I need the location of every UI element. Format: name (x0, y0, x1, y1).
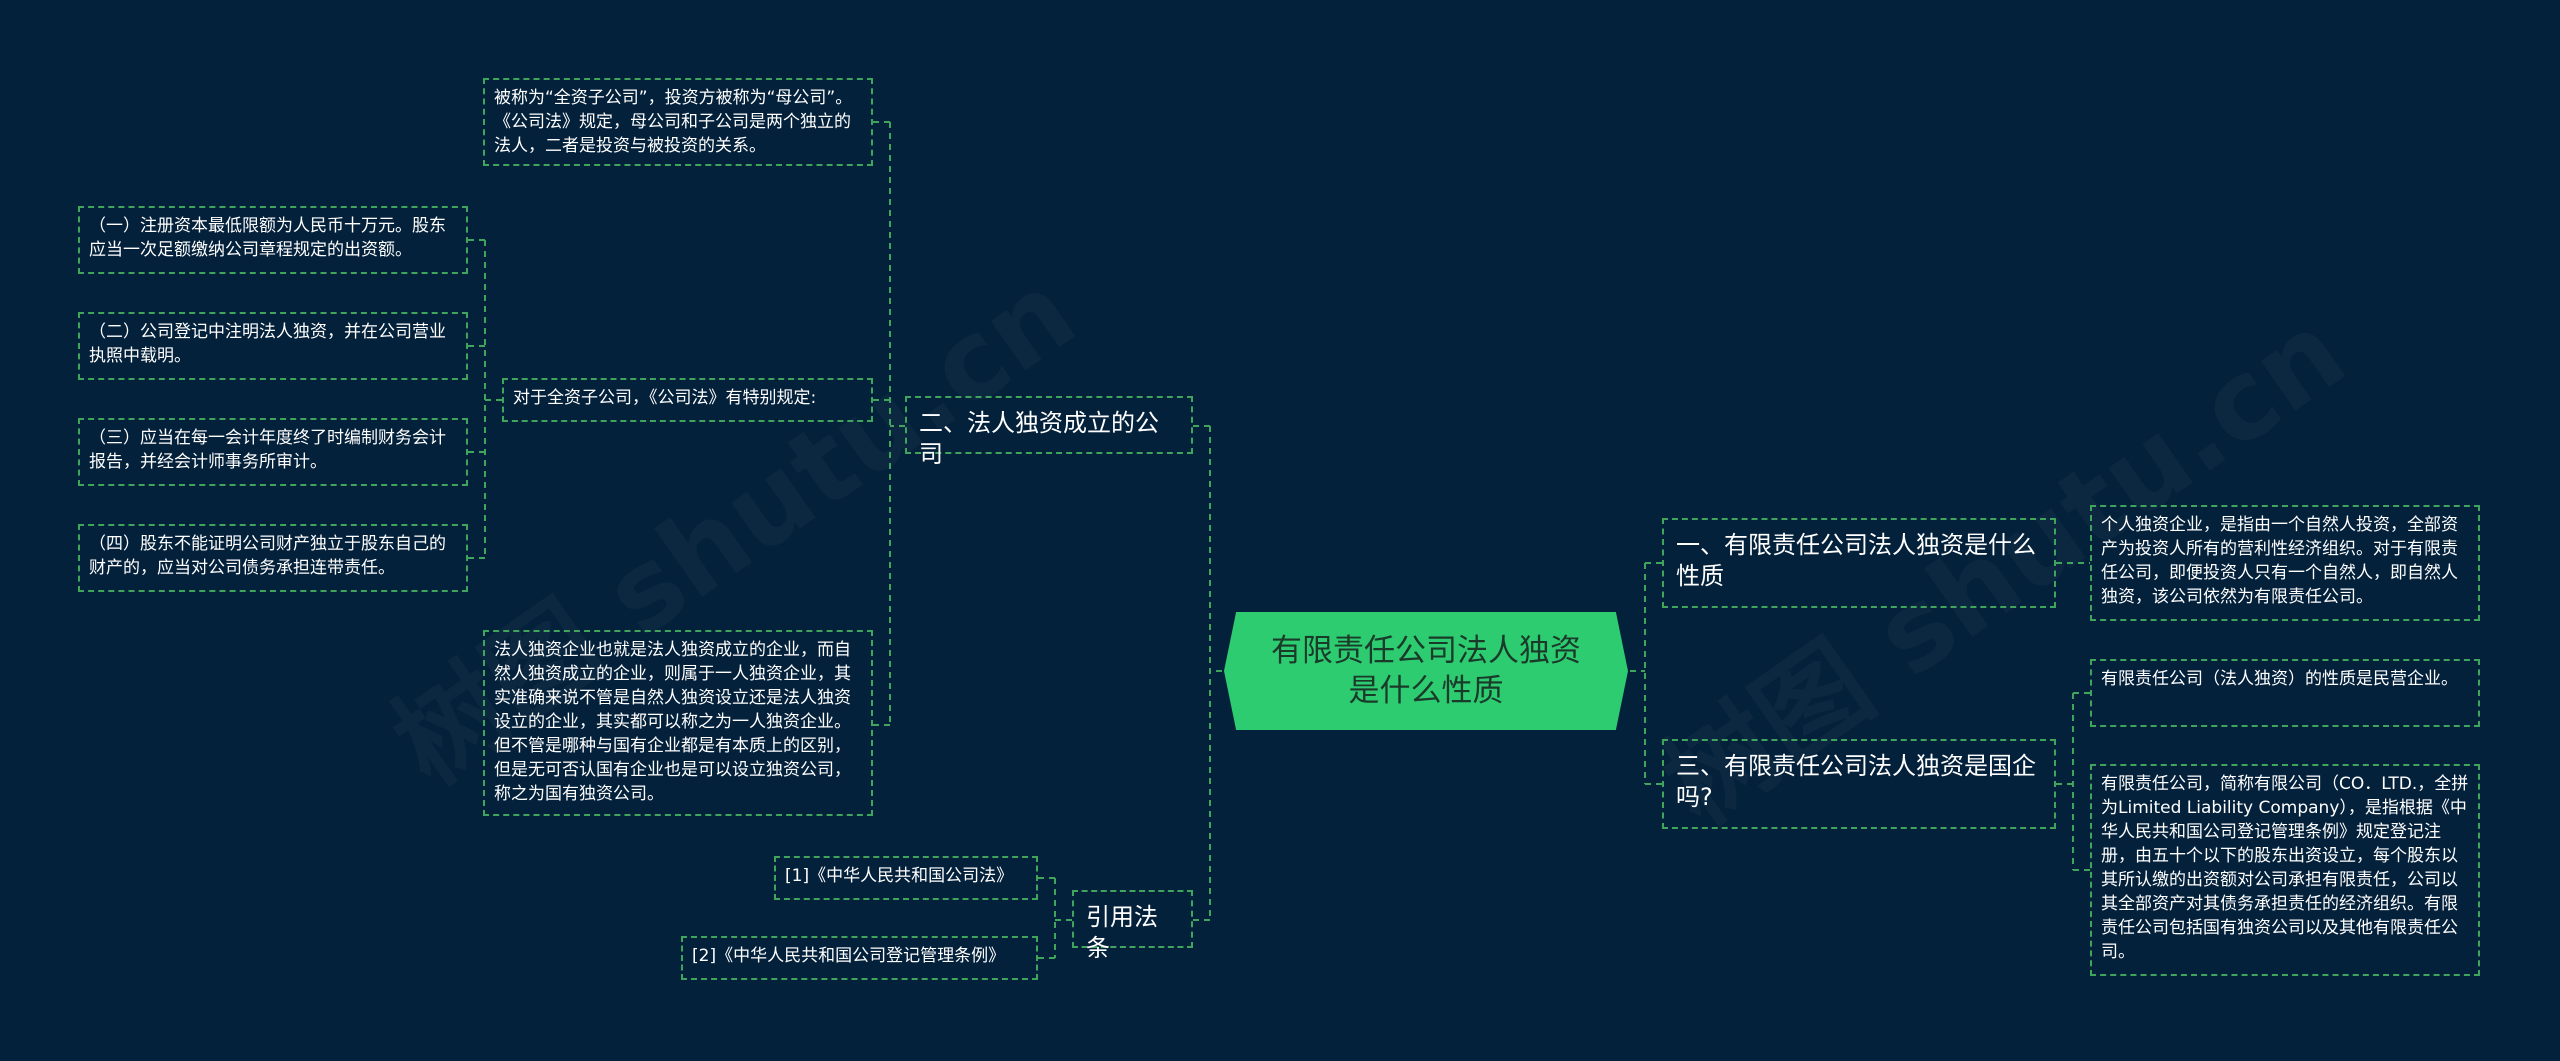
leaf-registration-regulations[interactable]: [2]《中华人民共和国公司登记管理条例》 (681, 936, 1038, 980)
branch-cited-laws[interactable]: 引用法条 (1072, 890, 1193, 962)
branch-state-owned-question[interactable]: 三、有限责任公司法人独资是国企吗? (1662, 739, 2056, 829)
leaf-llc-definition[interactable]: 有限责任公司，简称有限公司（CO．LTD.，全拼为Limited Liabili… (2090, 764, 2480, 976)
leaf-special-provisions[interactable]: 对于全资子公司，《公司法》有特别规定: (502, 378, 873, 422)
leaf-provision-2[interactable]: （二）公司登记中注明法人独资，并在公司营业执照中载明。 (78, 312, 468, 380)
leaf-private-enterprise[interactable]: 有限责任公司（法人独资）的性质是民营企业。 (2090, 659, 2480, 727)
leaf-wholly-owned-subsidiary[interactable]: 被称为“全资子公司”，投资方被称为“母公司”。《公司法》规定，母公司和子公司是两… (483, 78, 873, 166)
branch-nature-question[interactable]: 一、有限责任公司法人独资是什么性质 (1662, 518, 2056, 608)
branch-established-company[interactable]: 二、法人独资成立的公司 (905, 396, 1193, 468)
leaf-provision-1[interactable]: （一）注册资本最低限额为人民币十万元。股东应当一次足额缴纳公司章程规定的出资额。 (78, 206, 468, 274)
leaf-sole-proprietorship-definition[interactable]: 个人独资企业，是指由一个自然人投资，全部资产为投资人所有的营利性经济组织。对于有… (2090, 505, 2480, 621)
leaf-provision-3[interactable]: （三）应当在每一会计年度终了时编制财务会计报告，并经会计师事务所审计。 (78, 418, 468, 486)
root-topic[interactable]: 有限责任公司法人独资是什么性质 (1224, 612, 1628, 730)
leaf-sole-proprietorship-explanation[interactable]: 法人独资企业也就是法人独资成立的企业，而自然人独资成立的企业，则属于一人独资企业… (483, 630, 873, 816)
leaf-company-law[interactable]: [1]《中华人民共和国公司法》 (774, 856, 1038, 900)
leaf-provision-4[interactable]: （四）股东不能证明公司财产独立于股东自己的财产的，应当对公司债务承担连带责任。 (78, 524, 468, 592)
